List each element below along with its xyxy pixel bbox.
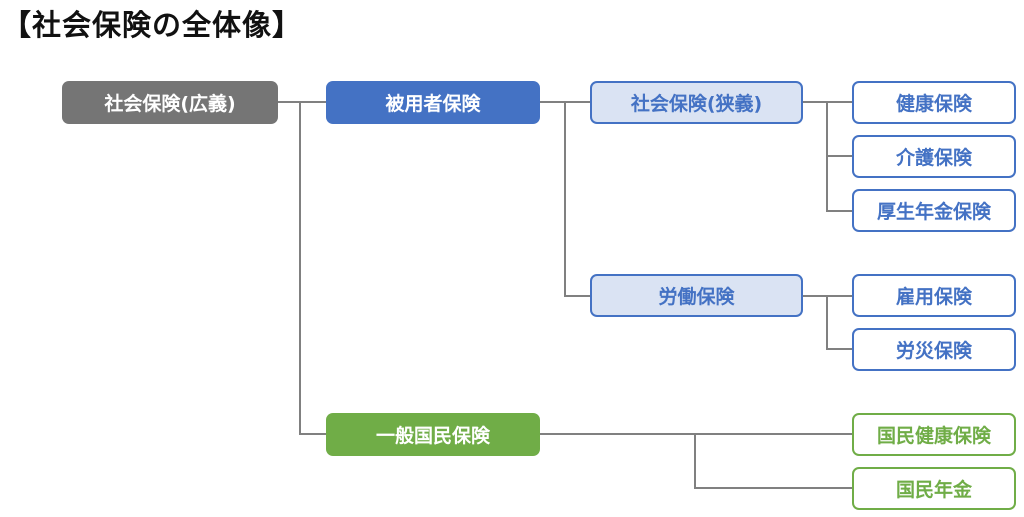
node-label: 労災保険 [895, 340, 972, 362]
connector-narrow-to-pension [826, 156, 852, 212]
node-labor-insurance: 労働保険 [590, 274, 803, 317]
node-national-pension: 国民年金 [852, 467, 1016, 510]
node-label: 被用者保険 [385, 93, 481, 115]
connector-national-to-pension [694, 434, 852, 489]
node-label: 社会保険(広義) [104, 93, 236, 115]
node-nursing-care-insurance: 介護保険 [852, 135, 1016, 178]
node-label: 介護保険 [895, 147, 972, 169]
node-social-insurance-broad: 社会保険(広義) [62, 81, 278, 124]
node-employee-insurance: 被用者保険 [326, 81, 540, 124]
node-welfare-pension-insurance: 厚生年金保険 [852, 189, 1016, 232]
node-label: 労働保険 [658, 286, 735, 308]
node-label: 健康保険 [895, 93, 972, 115]
node-label: 国民年金 [895, 479, 972, 501]
node-workers-accident-insurance: 労災保険 [852, 328, 1016, 371]
connector-labor-to-accident [826, 296, 852, 350]
node-label: 社会保険(狭義) [630, 93, 763, 115]
node-label: 厚生年金保険 [876, 201, 991, 223]
node-national-health-insurance: 国民健康保険 [852, 413, 1016, 456]
node-label: 雇用保険 [895, 286, 972, 308]
connector-narrow-to-nursing [826, 102, 852, 157]
node-social-insurance-narrow: 社会保険(狭義) [590, 81, 803, 124]
connector-root-to-national [299, 102, 326, 435]
node-employment-insurance: 雇用保険 [852, 274, 1016, 317]
page-title: 【社会保険の全体像】 [2, 8, 303, 42]
node-label: 国民健康保険 [876, 425, 991, 447]
node-label: 一般国民保険 [375, 425, 490, 447]
node-health-insurance: 健康保険 [852, 81, 1016, 124]
connector-employee-to-labor [564, 102, 590, 297]
node-general-national-insurance: 一般国民保険 [326, 413, 540, 456]
